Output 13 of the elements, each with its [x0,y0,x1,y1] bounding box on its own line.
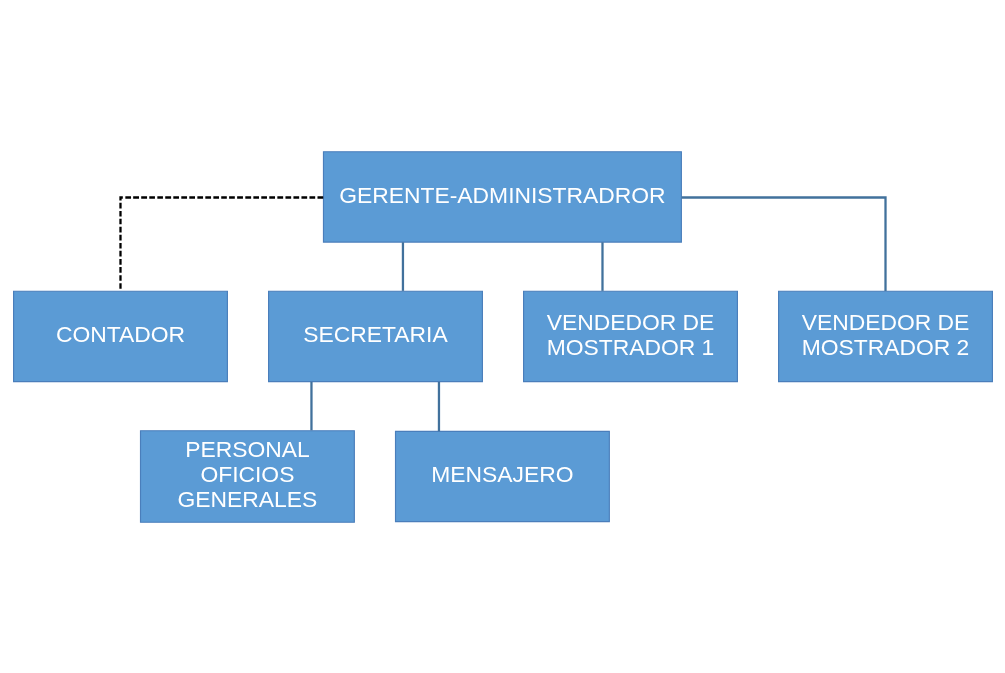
connector [309,381,313,430]
connector [681,195,887,291]
connector [401,241,404,291]
connector [118,195,323,291]
connector [437,381,440,431]
node-box: PERSONAL OFICIOS GENERALES [139,429,355,523]
node-box: GERENTE-ADMINISTRADROR [322,150,682,243]
node-box: MENSAJERO [394,430,610,522]
connector [600,241,604,291]
node-box: VENDEDOR DE MOSTRADOR 2 [777,290,993,382]
node-box: SECRETARIA [267,290,483,382]
node-box: VENDEDOR DE MOSTRADOR 1 [522,290,738,382]
node-box: CONTADOR [12,290,228,382]
